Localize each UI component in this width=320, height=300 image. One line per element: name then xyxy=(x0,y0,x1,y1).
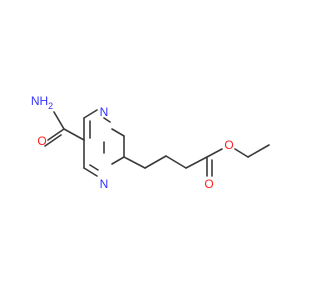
bond-ester-c-osingle xyxy=(206,148,223,158)
bond-ring-n3-c2 xyxy=(111,156,125,165)
bonds xyxy=(44,109,270,177)
molecule-diagram: NH2 O N N O O xyxy=(31,94,270,191)
bond-amide-c-o xyxy=(47,128,65,141)
bond-chain-2 xyxy=(144,155,167,169)
bond-ester-o-ch2 xyxy=(234,148,249,158)
ester-o-double-label: O xyxy=(204,177,213,191)
bond-chain-4 xyxy=(185,156,208,169)
amide-o-label: O xyxy=(37,134,46,148)
bond-chain-1 xyxy=(123,156,146,169)
bond-ring-n3-c4 xyxy=(83,167,98,177)
bond-ethyl-c-c xyxy=(247,144,270,158)
bond-amide-c-n xyxy=(53,111,65,130)
bond-ring-n1-c2-double xyxy=(111,128,125,137)
ring-n1-label: N xyxy=(100,105,109,119)
amide-nh2-label: NH2 xyxy=(31,94,53,111)
atom-labels: NH2 O N N O O xyxy=(31,94,234,191)
bond-amide-c-ring xyxy=(63,128,85,141)
bond-ring-n1-c2 xyxy=(103,117,111,123)
ring-n3-label: N xyxy=(100,177,109,191)
ester-o-single-label: O xyxy=(224,138,233,152)
structure-canvas: NH2 O N N O O xyxy=(30,94,270,191)
bond-ring-c4-n3-double xyxy=(89,164,99,171)
bond-ring-c6-n1 xyxy=(83,109,98,119)
bond-amide-c-o-double xyxy=(44,134,62,147)
bond-chain-3 xyxy=(165,155,187,169)
